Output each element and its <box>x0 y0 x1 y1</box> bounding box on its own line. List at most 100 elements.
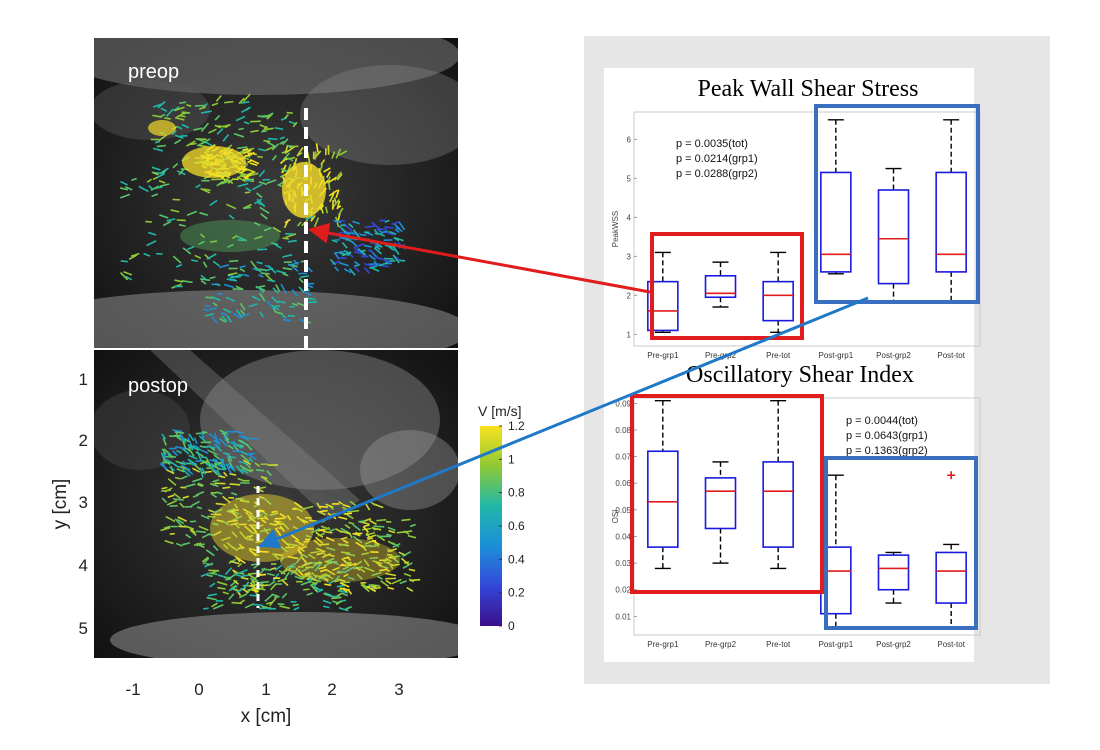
velocity-vector <box>368 583 376 591</box>
velocity-vector <box>228 585 238 592</box>
velocity-vector <box>236 587 243 594</box>
velocity-vector <box>244 602 255 609</box>
velocity-vector <box>215 502 226 506</box>
velocity-vector <box>230 584 237 590</box>
box-iqr <box>762 280 794 322</box>
velocity-vector <box>318 566 327 570</box>
velocity-vector <box>339 543 347 547</box>
velocity-vector <box>162 220 172 227</box>
velocity-vector <box>338 516 348 520</box>
postop-velocity-vectors <box>159 429 421 612</box>
velocity-vector <box>239 265 246 269</box>
velocity-vector <box>325 536 335 542</box>
velocity-vector <box>201 467 207 475</box>
velocity-vector <box>181 280 193 284</box>
velocity-vector <box>359 233 367 237</box>
velocity-vector <box>335 575 340 581</box>
velocity-vector <box>339 262 349 267</box>
velocity-vector <box>250 260 258 270</box>
velocity-vector <box>284 218 291 224</box>
velocity-vector <box>240 576 249 580</box>
velocity-vector <box>242 149 252 155</box>
velocity-vector <box>215 283 221 287</box>
velocity-vector <box>244 191 251 194</box>
velocity-vector <box>143 252 151 257</box>
velocity-vector <box>402 562 413 569</box>
velocity-vector <box>209 459 216 463</box>
velocity-vector <box>314 562 322 572</box>
velocity-vector <box>201 459 211 467</box>
box-iqr <box>647 280 679 332</box>
velocity-vector <box>279 605 290 610</box>
velocity-vector <box>169 455 176 458</box>
velocity-vector <box>331 260 341 266</box>
velocity-vector <box>307 553 316 560</box>
velocity-vector <box>254 221 261 227</box>
velocity-vector <box>222 308 232 314</box>
velocity-vector <box>214 124 222 129</box>
velocity-vector <box>283 571 290 580</box>
velocity-vector <box>193 463 202 471</box>
y-axis-label: y [cm] <box>50 479 71 530</box>
velocity-vector <box>239 309 246 316</box>
velocity-vector <box>258 169 266 178</box>
velocity-vector <box>235 309 243 318</box>
velocity-vector <box>319 568 328 573</box>
velocity-vector <box>271 552 280 560</box>
velocity-vector <box>229 259 239 263</box>
velocity-vector <box>360 249 366 253</box>
velocity-vector <box>258 508 269 516</box>
velocity-vector <box>255 469 265 472</box>
velocity-vector <box>228 214 235 220</box>
velocity-vector <box>262 125 268 132</box>
velocity-vector <box>257 115 265 118</box>
velocity-vector <box>162 458 171 466</box>
velocity-vector <box>339 582 350 588</box>
velocity-vector <box>183 438 190 443</box>
category-label: Post-tot <box>937 640 965 649</box>
velocity-vector <box>334 266 340 272</box>
velocity-vector <box>215 94 222 102</box>
velocity-vector <box>311 581 317 585</box>
velocity-vector <box>343 573 349 578</box>
x-tick-label: 1 <box>261 680 270 699</box>
velocity-vector <box>222 486 231 490</box>
velocity-vector <box>253 504 260 508</box>
velocity-vector <box>212 458 221 467</box>
colorbar-ticks: 1.210.80.60.40.20 <box>499 419 525 633</box>
velocity-vector <box>230 441 236 446</box>
velocity-vector <box>175 460 187 466</box>
box-iqr <box>647 450 679 548</box>
velocity-vector <box>279 136 285 140</box>
velocity-vector <box>120 193 131 199</box>
velocity-vector <box>231 601 243 605</box>
category-label: Post-grp1 <box>818 351 853 360</box>
velocity-vector <box>355 566 361 571</box>
velocity-vector <box>240 101 250 104</box>
velocity-vector <box>206 445 216 449</box>
velocity-vector <box>218 178 229 186</box>
velocity-vector <box>335 148 342 159</box>
velocity-vector <box>371 221 381 230</box>
velocity-vector <box>373 528 380 531</box>
velocity-vector <box>319 549 327 557</box>
colorbar-title: V [m/s] <box>478 403 522 419</box>
velocity-vector <box>364 225 376 229</box>
velocity-vector <box>287 543 298 547</box>
velocity-vector <box>212 464 221 470</box>
velocity-vector <box>266 179 277 184</box>
velocity-vector <box>227 519 238 523</box>
velocity-vector <box>244 153 252 158</box>
velocity-vector <box>266 279 276 283</box>
osi-chart: Oscillatory Shear IndexOSI0.010.020.030.… <box>611 362 981 649</box>
velocity-vector <box>396 531 405 534</box>
velocity-vector <box>208 572 218 576</box>
velocity-vector <box>128 254 138 261</box>
velocity-vector <box>247 452 257 461</box>
velocity-vector <box>200 431 205 440</box>
velocity-vector <box>214 114 221 121</box>
colorbar-tick-label: 0.6 <box>508 519 525 533</box>
velocity-vector <box>248 303 258 308</box>
velocity-vector <box>279 525 286 532</box>
velocity-vector <box>332 566 340 572</box>
